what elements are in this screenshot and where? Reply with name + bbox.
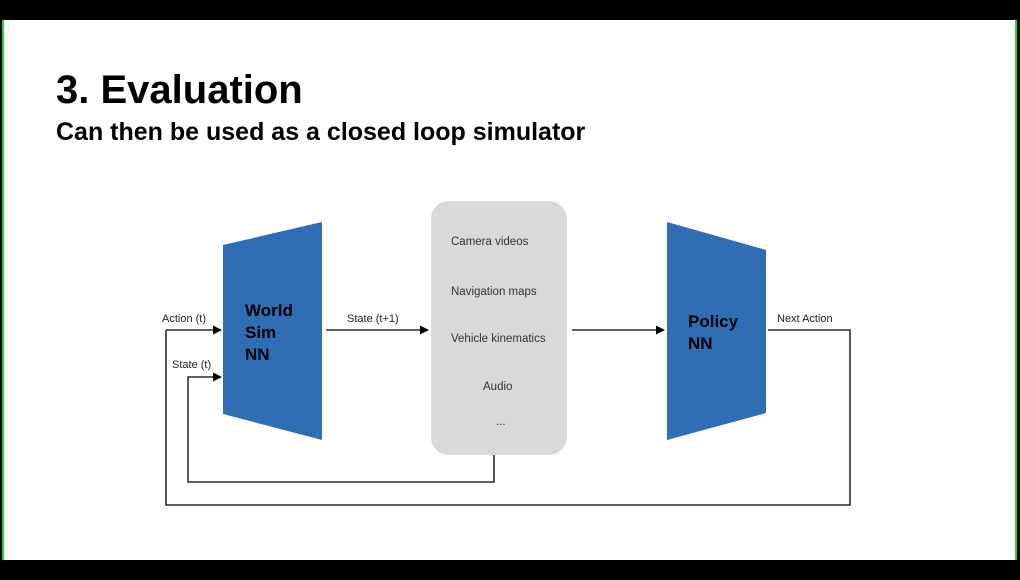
slide-subtitle: Can then be used as a closed loop simula… [56, 118, 586, 146]
world-sim-nn-block [223, 222, 322, 440]
state-t1-label: State (t+1) [347, 313, 399, 325]
next-action-label: Next Action [777, 313, 833, 325]
policy-nn-block [667, 222, 766, 440]
policy-label-line-2: NN [688, 334, 713, 353]
state-item-vehicle-kinematics: Vehicle kinematics [451, 333, 546, 345]
world-sim-label-line-2: Sim [245, 323, 276, 342]
state-item-audio: Audio [483, 381, 512, 393]
state-item-ellipsis: ... [496, 416, 506, 428]
slide-title: 3. Evaluation [56, 68, 303, 112]
state-item-camera-videos: Camera videos [451, 236, 529, 248]
world-sim-label-line-3: NN [245, 345, 270, 364]
policy-label-line-1: Policy [688, 312, 739, 331]
next-action-loop-line [165, 329, 851, 506]
state-item-navigation-maps: Navigation maps [451, 286, 537, 298]
state-t-label: State (t) [172, 359, 211, 371]
state-t-feedback-line [187, 372, 495, 483]
world-sim-label-line-1: World [245, 301, 293, 320]
state-box [431, 201, 567, 455]
action-t-label: Action (t) [162, 313, 206, 325]
